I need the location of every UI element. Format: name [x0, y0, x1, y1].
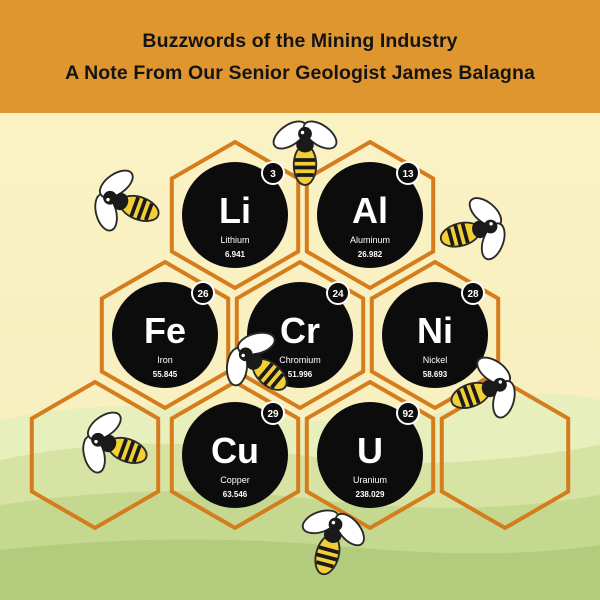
element-symbol: Cr	[280, 310, 320, 351]
element-name: Chromium	[279, 355, 321, 365]
element-symbol: Al	[352, 190, 388, 231]
empty-hex-cell	[439, 379, 571, 531]
atomic-number-badge	[396, 161, 420, 185]
element-name: Copper	[220, 475, 250, 485]
atomic-number-badge	[461, 281, 485, 305]
hex-cell-outline	[99, 259, 231, 411]
empty-hex-cell	[29, 379, 161, 531]
element-disc	[112, 282, 218, 388]
element-name: Uranium	[353, 475, 387, 485]
element-disc	[317, 402, 423, 508]
element-name: Aluminum	[350, 235, 390, 245]
atomic-number: 24	[332, 289, 344, 300]
element-disc	[182, 162, 288, 268]
element-disc	[247, 282, 353, 388]
page-title: Buzzwords of the Mining Industry	[142, 29, 458, 52]
element-symbol: U	[357, 430, 383, 471]
element-disc	[182, 402, 288, 508]
element-name: Iron	[157, 355, 173, 365]
hex-cell-outline	[169, 379, 301, 531]
element-symbol: Li	[219, 190, 251, 231]
atomic-mass: 58.693	[423, 370, 448, 379]
page-subtitle: A Note From Our Senior Geologist James B…	[65, 61, 535, 84]
element-name: Nickel	[423, 355, 448, 365]
atomic-number-badge	[326, 281, 350, 305]
element-symbol: Ni	[417, 310, 453, 351]
header-banner: Buzzwords of the Mining Industry A Note …	[0, 0, 600, 113]
hex-cell-outline	[234, 259, 366, 411]
atomic-number-badge	[396, 401, 420, 425]
atomic-mass: 26.982	[358, 250, 383, 259]
hex-cell-outline	[369, 259, 501, 411]
atomic-mass: 6.941	[225, 250, 246, 259]
atomic-number: 29	[267, 409, 279, 420]
element-disc	[382, 282, 488, 388]
element-tile-uranium: 92U Uranium 238.029	[304, 379, 436, 531]
atomic-number-badge	[261, 161, 285, 185]
atomic-mass: 238.029	[356, 490, 385, 499]
atomic-number: 92	[402, 409, 414, 420]
element-disc	[317, 162, 423, 268]
element-name: Lithium	[220, 235, 249, 245]
atomic-number: 26	[197, 289, 209, 300]
element-symbol: Fe	[144, 310, 186, 351]
hex-cell-outline	[304, 379, 436, 531]
atomic-number: 28	[467, 289, 479, 300]
hills-background	[0, 393, 600, 600]
atomic-number: 13	[402, 169, 414, 180]
atomic-mass: 55.845	[153, 370, 178, 379]
atomic-number-badge	[191, 281, 215, 305]
atomic-mass: 51.996	[288, 370, 313, 379]
atomic-number: 3	[270, 169, 276, 180]
element-symbol: Cu	[211, 430, 259, 471]
atomic-mass: 63.546	[223, 490, 248, 499]
atomic-number-badge	[261, 401, 285, 425]
